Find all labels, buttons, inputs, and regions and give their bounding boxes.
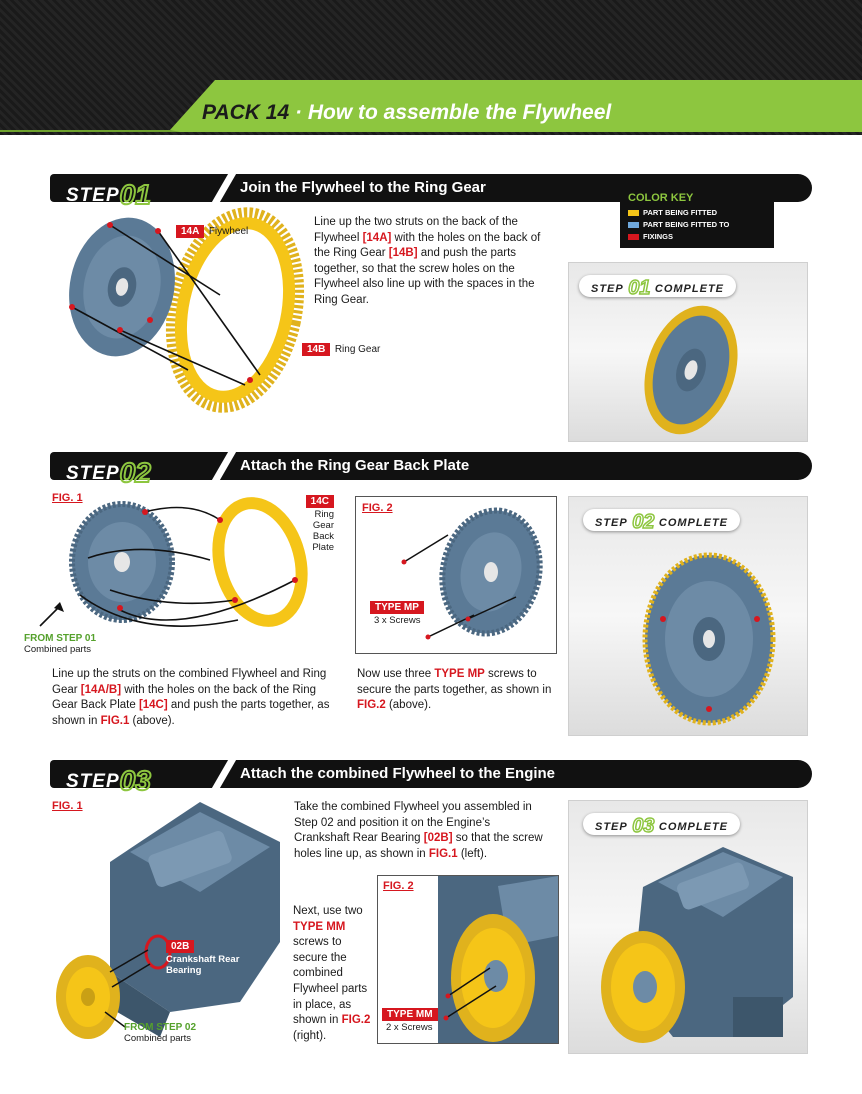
part-code-tag: 02B	[166, 940, 195, 953]
part-code-tag: 14A	[176, 225, 205, 238]
swatch-yellow	[628, 210, 639, 217]
step-03-complete-panel: STEP 03 COMPLETE	[568, 800, 808, 1054]
color-key-item: PART BEING FITTED	[628, 207, 766, 219]
from-step-02: FROM STEP 02 Combined parts	[124, 1022, 197, 1044]
step-01-instructions: Line up the two struts on the back of th…	[314, 216, 541, 306]
part-label-14a: 14A Flywheel	[176, 221, 248, 239]
from-step-arrow	[39, 602, 64, 627]
step-03-instructions-2: Next, use two TYPE MM screws to secure t…	[293, 905, 371, 1042]
fig-2-label: FIG. 2	[383, 880, 414, 892]
fig-1-label: FIG. 1	[52, 492, 83, 504]
assembled-engine-image	[601, 847, 793, 1043]
assembled-step-02-image	[642, 552, 776, 726]
fig-1-label: FIG. 1	[52, 800, 83, 812]
header-green-band	[0, 80, 862, 132]
step-02-instructions-1: Line up the struts on the combined Flywh…	[52, 668, 330, 727]
assembly-arrows	[71, 224, 261, 386]
step-03-fig2-box: FIG. 2 TYPE MM 2 x Screws	[377, 875, 559, 1044]
step-02-badge: STEP02	[66, 456, 152, 489]
from-step-01: FROM STEP 01 Combined parts	[24, 633, 97, 655]
step-02-instructions-2: Now use three TYPE MP screws to secure t…	[357, 668, 552, 712]
step-03-engine-illustration	[56, 802, 280, 1039]
fig2-flywheel-illustration	[401, 507, 543, 640]
step-complete-badge: STEP 01 COMPLETE	[579, 275, 737, 300]
step-complete-badge: STEP 03 COMPLETE	[583, 813, 741, 838]
part-label-02b: 02B Crankshaft Rear Bearing	[166, 940, 240, 976]
step-separator	[211, 174, 237, 202]
step-02-fig1-illustration	[69, 497, 308, 627]
screw-label-mm: TYPE MM 2 x Screws	[382, 1004, 438, 1033]
step-02-complete-panel: STEP 02 COMPLETE	[568, 496, 808, 736]
color-key-title: COLOR KEY	[628, 192, 694, 204]
step-01-illustration	[69, 207, 305, 413]
step-separator	[211, 760, 237, 788]
fixing-marks	[69, 222, 253, 383]
color-key: COLOR KEY PART BEING FITTED PART BEING F…	[620, 188, 774, 248]
step-03-instructions-1: Take the combined Flywheel you assembled…	[294, 801, 543, 860]
part-code-tag: 14C	[305, 495, 334, 508]
step-02-title: Attach the Ring Gear Back Plate	[240, 457, 470, 474]
swatch-red	[628, 234, 639, 241]
flywheel-illustration	[69, 217, 175, 357]
step-02-fig2-box: FIG. 2 TYPE MP 3 x Screws	[355, 496, 557, 654]
page-title: PACK 14 · How to assemble the Flywheel	[202, 101, 612, 124]
step-01-badge: STEP01	[66, 178, 152, 211]
screw-label-mp: TYPE MP 3 x Screws	[370, 597, 424, 626]
step-01-complete-panel: STEP 01 COMPLETE	[568, 262, 808, 442]
step-02-bar: STEP02 Attach the Ring Gear Back Plate	[50, 452, 812, 489]
part-code-tag: 14B	[302, 343, 331, 356]
swatch-blue	[628, 222, 639, 229]
fig-2-label: FIG. 2	[362, 502, 393, 514]
fig2-engine-flywheel-illustration	[438, 876, 558, 1043]
step-03-title: Attach the combined Flywheel to the Engi…	[240, 765, 556, 782]
step-complete-badge: STEP 02 COMPLETE	[583, 509, 741, 534]
step-01-title: Join the Flywheel to the Ring Gear	[240, 179, 486, 196]
assembled-flywheel-image	[644, 305, 738, 435]
step-03-badge: STEP03	[66, 764, 152, 797]
step-03-bar: STEP03 Attach the combined Flywheel to t…	[50, 760, 812, 797]
part-label-14c: 14C Ring Gear Back Plate	[292, 491, 334, 553]
color-key-item: FIXINGS	[628, 231, 766, 243]
color-key-item: PART BEING FITTED TO	[628, 219, 766, 231]
step-separator	[211, 452, 237, 480]
part-label-14b: 14B Ring Gear	[302, 339, 380, 357]
ring-gear-illustration	[165, 207, 305, 413]
